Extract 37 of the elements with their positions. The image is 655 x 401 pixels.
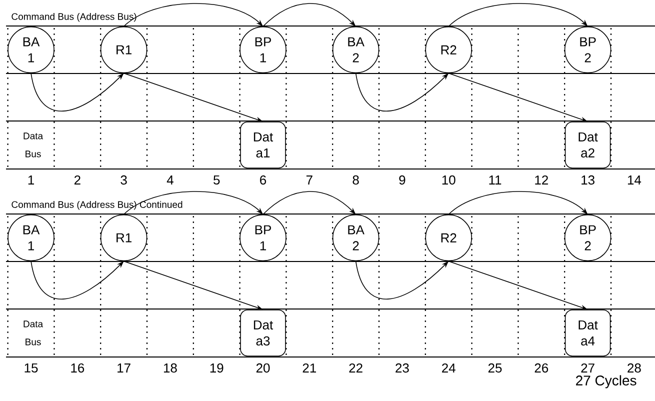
cycle-number: 21 — [302, 363, 316, 373]
cycle-number: 9 — [399, 175, 406, 185]
row-label: Data Bus — [21, 320, 45, 346]
cycle-number: 24 — [442, 363, 456, 373]
cycle-number: 15 — [24, 363, 38, 373]
cycle-number: 14 — [628, 176, 642, 184]
total-label: 27 Cycles — [576, 375, 636, 388]
cycle-number: 16 — [71, 363, 84, 373]
cycle-number: 12 — [535, 175, 548, 185]
arrow — [123, 3, 263, 27]
cycle-number: 19 — [210, 363, 224, 373]
cycle-number: 26 — [534, 363, 548, 373]
cycle-number: 28 — [628, 363, 641, 373]
arrow — [123, 191, 263, 215]
data-box: Dat a3 — [240, 310, 286, 356]
cycle-number: 4 — [166, 176, 174, 184]
data-box: Dat a4 — [564, 310, 611, 356]
cycle-number: 23 — [396, 363, 409, 373]
cycle-number: 17 — [118, 364, 130, 372]
cycle-number: 6 — [260, 175, 266, 185]
cycle-number: 25 — [488, 363, 502, 373]
row-label: Data Bus — [21, 132, 45, 158]
cycle-number: 11 — [489, 176, 502, 184]
data-box: Dat a1 — [240, 122, 286, 168]
cycle-number: 1 — [28, 176, 34, 184]
data-box: Dat a2 — [564, 122, 611, 168]
cycle-number: 8 — [352, 175, 359, 185]
cycle-number: 2 — [74, 175, 80, 185]
cycle-number: 18 — [164, 363, 177, 373]
bus-title: Command Bus (Address Bus) — [12, 12, 136, 22]
cycle-number: 10 — [442, 175, 456, 185]
bus-title: Command Bus (Address Bus) Continued — [12, 200, 182, 210]
cycle-number: 7 — [306, 176, 312, 184]
cycle-number: 13 — [582, 175, 594, 185]
cycle-number: 22 — [349, 363, 362, 373]
cycle-number: 3 — [120, 175, 127, 185]
cycle-number: 5 — [214, 175, 220, 185]
